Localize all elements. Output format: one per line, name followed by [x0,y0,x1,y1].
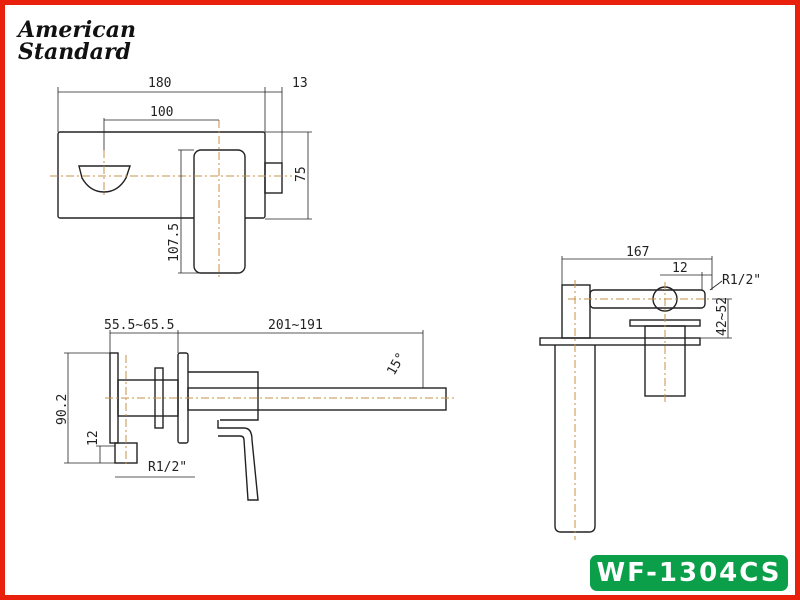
end-plate [539,337,701,346]
dim-spout-to-handle: 100 [150,105,173,120]
dim-spout-reach: 201~191 [268,318,323,333]
dim-angle: 15° [384,350,409,378]
dim-end-thread: R1/2" [722,273,761,288]
brand-line1: American [18,17,136,43]
end-view: 167 12 R1/2" 42~52 [539,245,761,540]
dim-width: 180 [148,76,171,91]
dim-height: 75 [294,166,309,182]
side-lever [217,420,259,501]
brand-line2: Standard [18,39,131,65]
top-spout-outlet [78,165,131,193]
dim-end-length: 167 [626,245,649,260]
end-spout [554,345,596,533]
side-spout [187,387,447,411]
side-view: 55.5~65.5 201~191 15° 90.2 12 R1/2" [55,318,455,501]
model-badge: WF-1304CS [590,555,788,591]
end-block [561,284,591,339]
dim-end-thread-len: 12 [672,261,688,276]
dim-side-height: 90.2 [55,394,70,425]
dim-side-thread: R1/2" [148,460,187,475]
dim-wall-depth: 55.5~65.5 [104,318,174,333]
dim-end-offset: 42~52 [715,297,730,336]
dim-nub: 13 [292,76,308,91]
top-view: 180 13 100 75 107.5 [50,76,312,278]
dim-handle-length: 107.5 [167,223,182,262]
side-handle-base [188,371,259,421]
brand-logo: American Standard [18,19,136,63]
dim-inlet-offset: 12 [86,430,101,446]
top-nub [264,162,283,194]
